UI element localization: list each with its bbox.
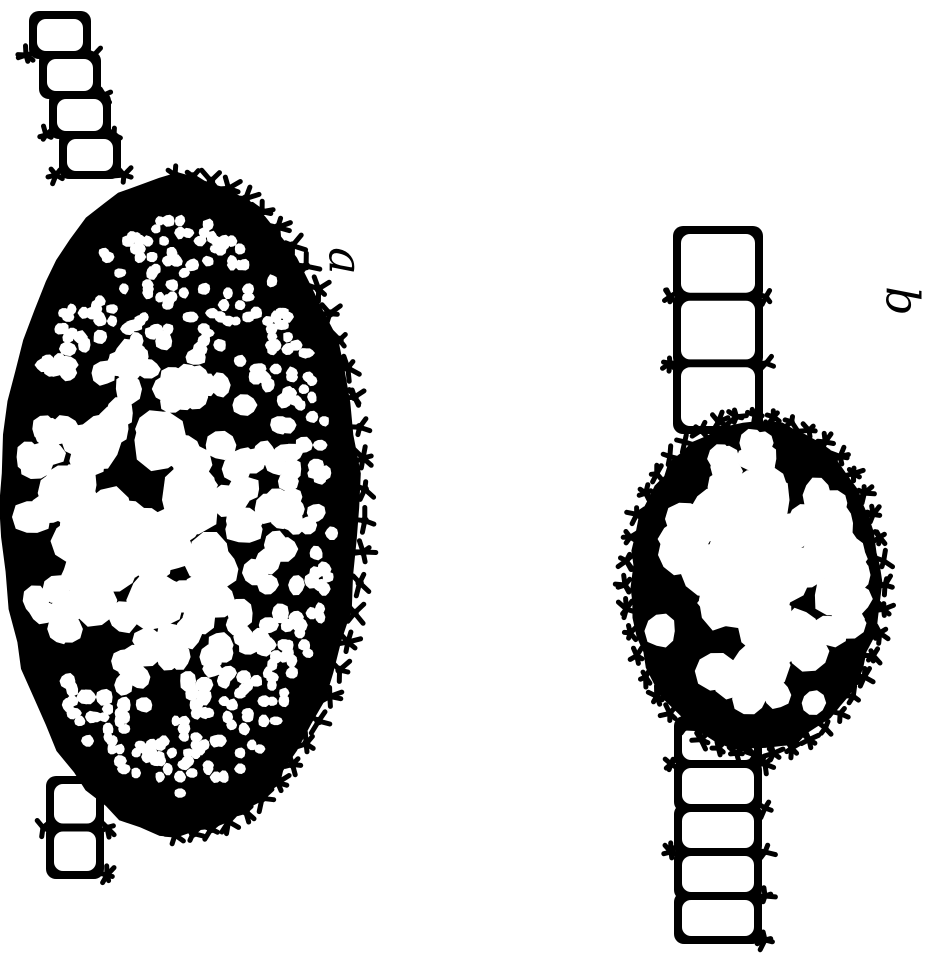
stellate-hair	[651, 465, 662, 482]
epidermis-cell	[54, 832, 96, 872]
stellate-hair	[630, 648, 642, 664]
stellate-hair	[353, 574, 369, 595]
epidermis-cell	[682, 900, 754, 936]
stellate-hair	[48, 169, 62, 184]
stellate-hair	[615, 575, 629, 592]
epidermis-cell	[37, 19, 83, 51]
stellate-hair	[787, 741, 799, 758]
stellate-hair	[352, 419, 370, 435]
stellate-hair	[648, 686, 662, 704]
stellate-hair	[874, 626, 888, 644]
stellate-hair	[802, 731, 819, 747]
stellate-hair	[660, 705, 675, 721]
stellate-hair	[757, 932, 772, 950]
stellate-hair	[618, 554, 632, 569]
stellate-hair	[817, 722, 831, 735]
cell	[313, 470, 326, 485]
cell	[190, 532, 230, 587]
stellate-hair	[340, 632, 361, 652]
epidermis-cell	[681, 234, 755, 293]
stellate-hair	[311, 712, 330, 733]
stellate-hair	[859, 487, 875, 503]
cross-section-a	[0, 11, 376, 883]
panel-label-b: b	[880, 286, 926, 315]
stellate-hair	[332, 661, 350, 681]
epidermis-cell	[682, 812, 754, 848]
stellate-hair	[357, 508, 374, 533]
panel-label-a: a	[323, 247, 369, 274]
stellate-hair	[830, 447, 848, 464]
stellate-hair	[115, 167, 131, 182]
stellate-hair	[831, 709, 848, 722]
cell	[12, 501, 51, 533]
epidermis-cell	[682, 768, 754, 804]
cell	[78, 336, 90, 353]
cross-section-b	[615, 226, 893, 950]
stellate-hair	[641, 671, 650, 687]
epidermis-cell	[681, 301, 755, 360]
epidermis-cell	[47, 59, 93, 91]
stellate-hair	[624, 626, 637, 640]
epidermis-cell	[682, 856, 754, 892]
stellate-hair	[874, 532, 885, 544]
epidermis-cell	[57, 99, 103, 131]
epidermis-cell	[67, 139, 113, 171]
stellate-hair	[818, 433, 834, 448]
stellate-hair	[639, 485, 652, 500]
